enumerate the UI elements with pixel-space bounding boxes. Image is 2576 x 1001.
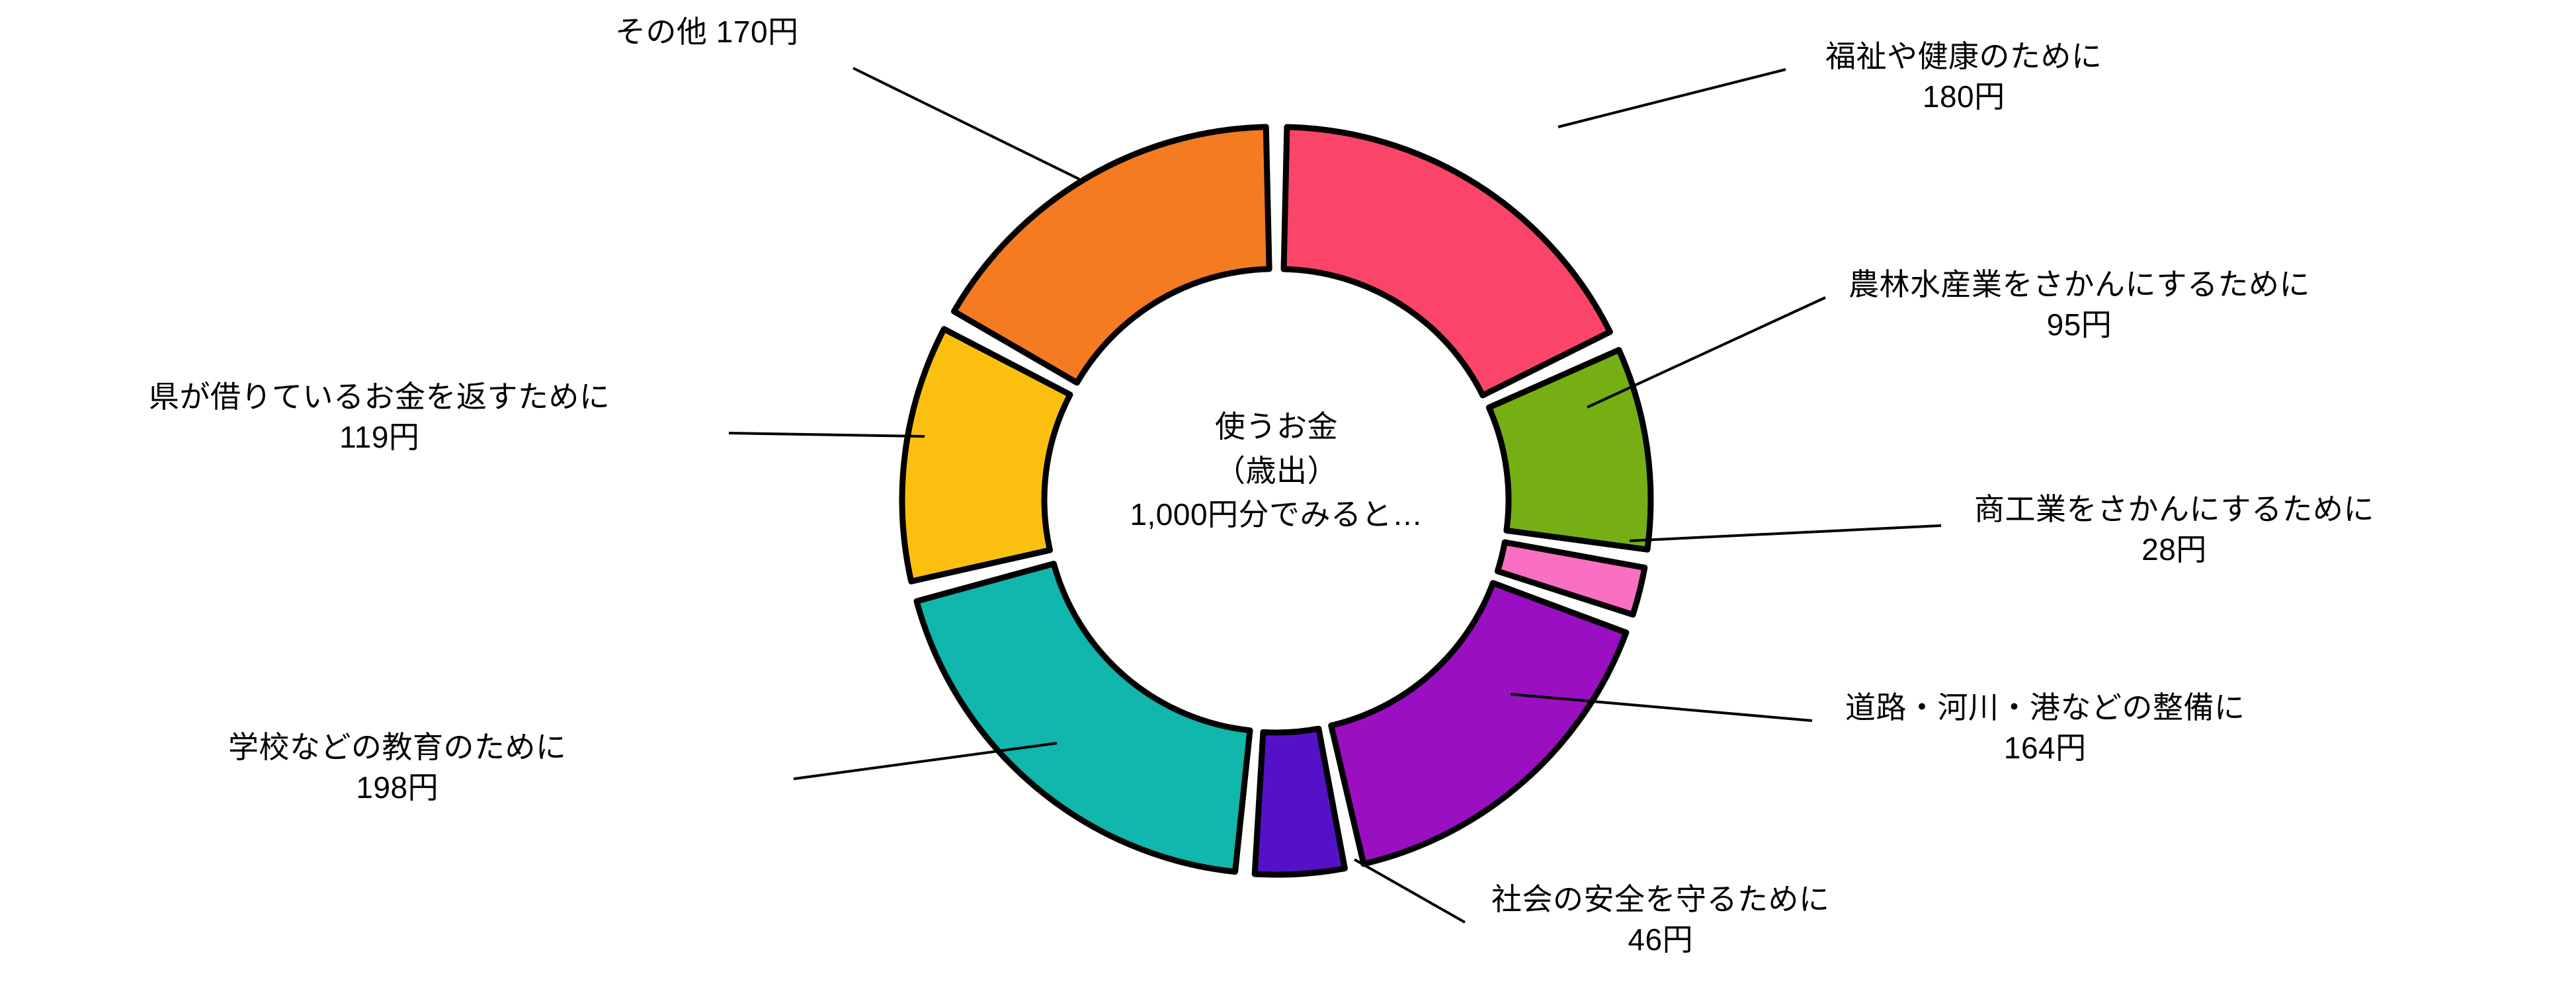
pie-slice[interactable] — [899, 326, 1073, 584]
leader-line — [1558, 68, 1786, 128]
pie-slice[interactable] — [1251, 725, 1348, 878]
slice-value-text: 198円 — [356, 770, 439, 805]
center-label-line-2: （歳出） — [1215, 453, 1338, 488]
leader-line — [728, 432, 925, 438]
center-label-line-3: 1,000円分でみると… — [1130, 497, 1423, 532]
slice-label: 農林水産業をさかんにするために 95円 — [1849, 264, 2310, 344]
slice-label-text: 道路・河川・港などの整備に — [1845, 690, 2245, 725]
slice-value-text: 180円 — [1922, 79, 2005, 114]
slice-label-text: 福祉や健康のために — [1825, 39, 2102, 73]
slice-value-text: 119円 — [339, 419, 420, 454]
slice-label-text: 商工業をさかんにするために — [1974, 492, 2374, 526]
slice-label: 福祉や健康のために 180円 — [1825, 36, 2102, 116]
slices-group — [899, 124, 1654, 878]
slice-label: その他 170円 — [615, 12, 799, 52]
slice-label: 道路・河川・港などの整備に 164円 — [1845, 688, 2245, 768]
slice-label-text: その他 170円 — [615, 15, 799, 49]
leader-lines-group — [728, 67, 1942, 924]
slice-label-text: 農林水産業をさかんにするために — [1849, 267, 2310, 301]
slice-label-text: 県が借りているお金を返すために — [149, 380, 610, 414]
pie-slice[interactable] — [950, 124, 1272, 386]
leader-line — [852, 67, 1080, 180]
slice-label: 商工業をさかんにするために 28円 — [1974, 489, 2374, 569]
leader-line — [1354, 858, 1466, 924]
pie-slice[interactable] — [1494, 539, 1648, 618]
slice-label: 県が借りているお金を返すために 119円 — [149, 377, 610, 457]
slice-value-text: 164円 — [2003, 730, 2087, 765]
leader-line — [793, 742, 1058, 780]
pie-slice[interactable] — [1485, 346, 1654, 553]
slice-label: 学校などの教育のために 198円 — [228, 727, 567, 807]
slice-value-text: 95円 — [2046, 307, 2112, 342]
slice-label-text: 学校などの教育のために — [228, 730, 567, 764]
slice-value-text: 28円 — [2141, 532, 2207, 567]
leader-line — [1629, 524, 1942, 542]
leader-line — [1510, 693, 1813, 722]
leader-line — [1587, 296, 1826, 409]
slice-label: 社会の安全を守るために 46円 — [1491, 879, 1830, 959]
slice-label-text: 社会の安全を守るために — [1491, 882, 1830, 916]
pie-slice[interactable] — [1328, 580, 1630, 867]
pie-slice[interactable] — [913, 561, 1253, 875]
slice-value-text: 46円 — [1628, 922, 1694, 957]
pie-slice[interactable] — [1280, 124, 1613, 399]
center-label-line-1: 使うお金 — [1215, 409, 1338, 444]
chart-center-label: 使うお金 （歳出） 1,000円分でみると… — [1012, 405, 1541, 537]
